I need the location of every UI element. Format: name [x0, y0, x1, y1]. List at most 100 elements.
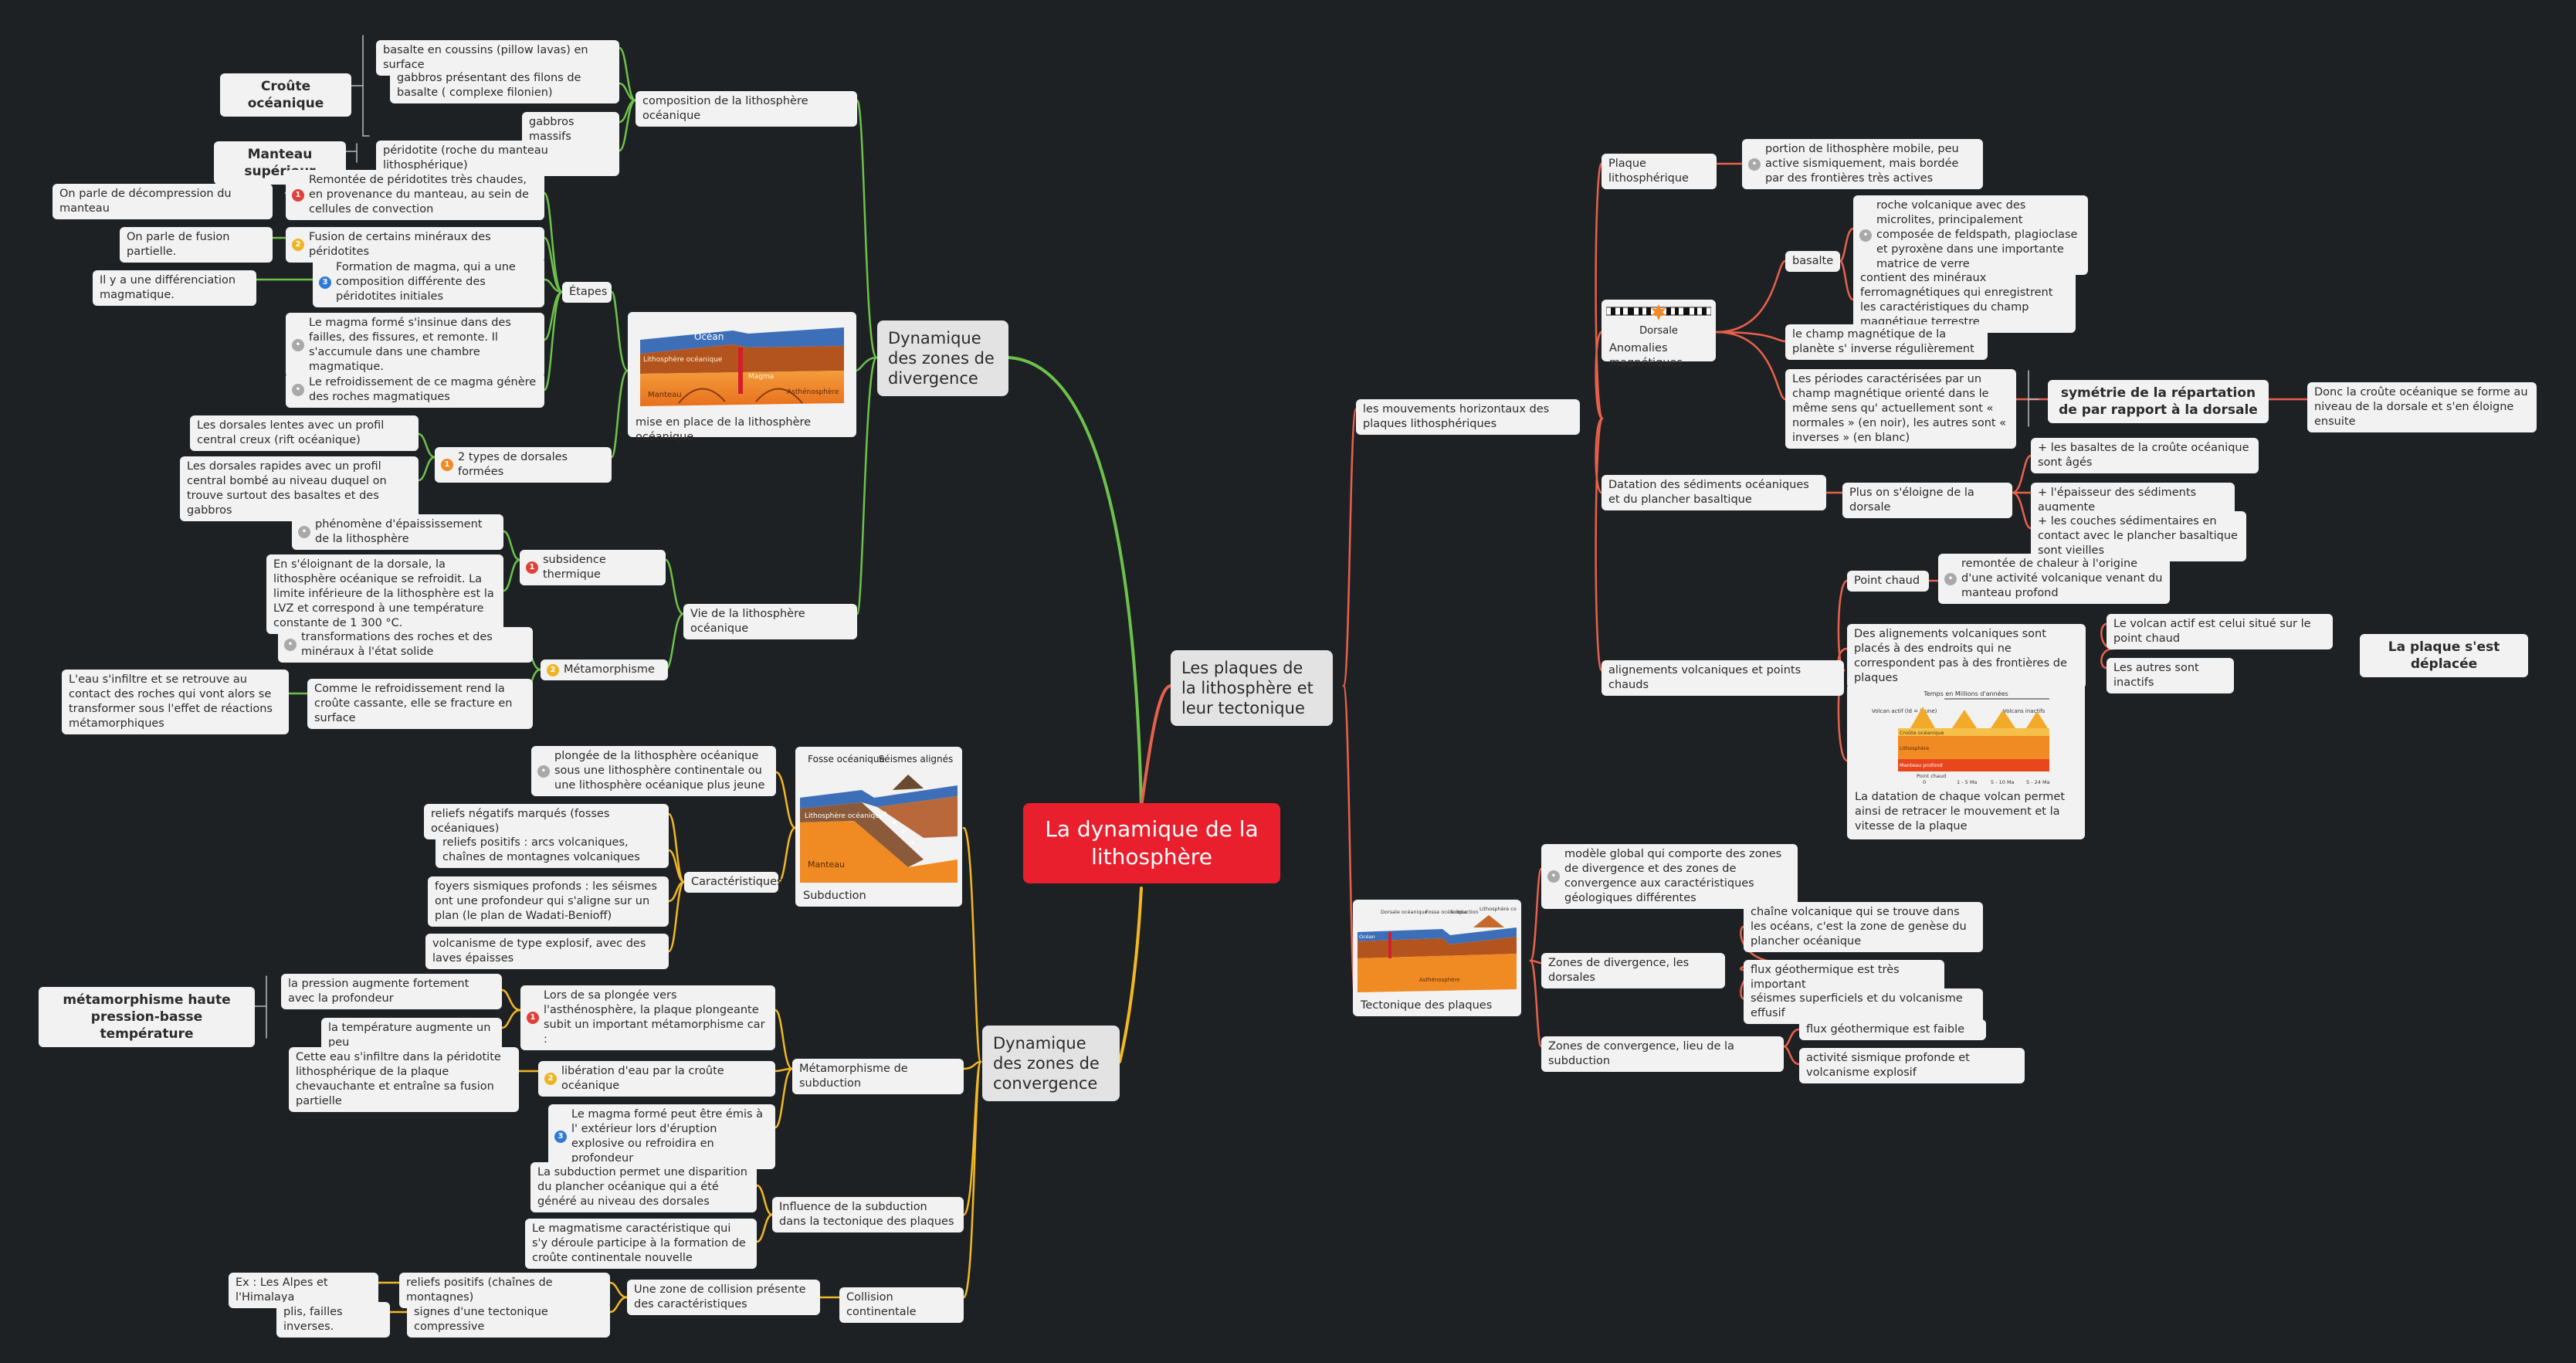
task-icon: •	[284, 639, 297, 651]
basalte-1[interactable]: •roche volcanique avec des microlites, p…	[1853, 195, 2088, 275]
zdiv-1[interactable]: chaîne volcanique qui se trouve dans les…	[1744, 902, 1983, 952]
point-chaud-node[interactable]: Point chaud	[1847, 571, 1929, 592]
subduction-caption: Subduction	[803, 890, 866, 902]
inactifs-node[interactable]: Les autres sont inactifs	[2107, 658, 2234, 693]
hp-bt-node[interactable]: métamorphisme haute pression-basse tempé…	[39, 987, 255, 1047]
priority-1-icon: 1	[292, 188, 304, 202]
basalte-2[interactable]: contient des minéraux ferromagnétiques q…	[1853, 268, 2076, 333]
mise-en-place-caption: mise en place de la lithosphère océaniqu…	[636, 416, 812, 443]
periodes-node[interactable]: Les périodes caractérisées par un champ …	[1785, 369, 2016, 449]
plaque-deplacee-node[interactable]: La plaque s'est déplacée	[2360, 634, 2528, 677]
cette-eau-node[interactable]: Cette eau s'infiltre dans la péridotite …	[289, 1047, 519, 1112]
champ-node[interactable]: le champ magnétique de la planète s' inv…	[1785, 324, 1988, 360]
etape-2-note[interactable]: On parle de fusion partielle.	[120, 227, 273, 263]
task-icon: •	[1547, 870, 1560, 883]
vie-node[interactable]: Vie de la lithosphère océanique	[683, 604, 857, 639]
alignements-node[interactable]: alignements volcaniques et points chauds	[1602, 660, 1844, 696]
etape-1[interactable]: 1 Remontée de péridotites très chaudes, e…	[286, 170, 544, 220]
meta-1[interactable]: •transformations des roches et des minér…	[278, 627, 533, 663]
influence-node[interactable]: Influence de la subduction dans la tecto…	[772, 1197, 964, 1232]
plus-1[interactable]: + les basaltes de la croûte océanique so…	[2031, 438, 2259, 473]
magma-text: Le magma formé peut être émis à l' extér…	[571, 1108, 764, 1165]
metamorphisme-text: Métamorphisme	[564, 663, 655, 676]
plis-node[interactable]: plis, failles inverses.	[276, 1302, 390, 1338]
zone-collision-node[interactable]: Une zone de collision présente des carac…	[627, 1280, 820, 1315]
subsidence-2[interactable]: En s'éloignant de la dorsale, la lithosp…	[266, 554, 503, 634]
topic-convergence[interactable]: Dynamique des zones de convergence	[982, 1026, 1120, 1101]
meta-2-note[interactable]: L'eau s'infiltre et se retrouve au conta…	[62, 670, 289, 734]
basalte-node[interactable]: basalte	[1785, 251, 1840, 272]
plongee-node[interactable]: •plongée de la lithosphère océanique sou…	[531, 746, 776, 796]
dorsale-rapide[interactable]: Les dorsales rapides avec un profil cent…	[180, 456, 419, 521]
subduction-illustration: Fosse océanique Séismes alignés Lithosph…	[800, 754, 958, 883]
point-chaud-def[interactable]: •remontée de chaleur à l'origine d'une a…	[1938, 554, 2170, 604]
topic-plaques[interactable]: Les plaques de la lithosphère et leur te…	[1171, 650, 1333, 726]
zones-divergence-node[interactable]: Zones de divergence, les dorsales	[1541, 953, 1725, 988]
volcan-actif-node[interactable]: Le volcan actif est celui situé sur le p…	[2107, 614, 2333, 649]
etape-3-note[interactable]: Il y a une différenciation magmatique.	[93, 270, 256, 306]
tect-label-subduction: Subduction	[1450, 909, 1479, 915]
topic-divergence[interactable]: Dynamique des zones de divergence	[877, 320, 1008, 396]
influence-1[interactable]: La subduction permet une disparition du …	[530, 1162, 757, 1212]
hotspot-label-point: Point chaud	[1917, 773, 1946, 779]
modele-node[interactable]: • modèle global qui comporte des zones de…	[1541, 844, 1798, 909]
donc-node[interactable]: Donc la croûte océanique se forme au niv…	[2307, 382, 2537, 432]
plaque-definition[interactable]: •portion de lithosphère mobile, peu acti…	[1742, 139, 1983, 189]
metamorphisme-subduction-node[interactable]: Métamorphisme de subduction	[792, 1059, 964, 1094]
plus-node[interactable]: Plus on s'éloigne de la dorsale	[1842, 483, 2012, 518]
signes-node[interactable]: signes d'une tectonique compressive	[407, 1302, 610, 1338]
pression-node[interactable]: la pression augmente fortement avec la p…	[281, 974, 502, 1009]
comp-2[interactable]: gabbros présentant des filons de basalte…	[390, 68, 619, 103]
metamorphisme-node[interactable]: 2 Métamorphisme	[541, 659, 668, 680]
zdiv-3[interactable]: séismes superficiels et du volcanisme ef…	[1744, 988, 1983, 1024]
zconv-2[interactable]: activité sismique profonde et volcanisme…	[1799, 1048, 2025, 1083]
zconv-1[interactable]: flux géothermique est faible	[1799, 1019, 1986, 1040]
mouvements-node[interactable]: les mouvements horizontaux des plaques l…	[1356, 399, 1580, 435]
influence-2[interactable]: Le magmatisme caractéristique qui s'y dé…	[525, 1219, 757, 1269]
symetrie-node[interactable]: symétrie de la répartation de par rappor…	[2048, 380, 2269, 423]
plaque-node[interactable]: Plaque lithosphérique	[1602, 154, 1717, 189]
tect-label-astheno: Asthénosphère	[1419, 977, 1460, 983]
dorsale-lente[interactable]: Les dorsales lentes avec un profil centr…	[190, 415, 419, 451]
task-icon: •	[292, 384, 304, 396]
etape-4-text: Le magma formé s'insinue dans des faille…	[309, 317, 511, 373]
croute-label[interactable]: Croûte océanique	[220, 73, 351, 117]
mise-en-place-node[interactable]: Océan Lithosphère océanique Magma Asthén…	[628, 312, 856, 443]
datation-volcan-node[interactable]: Temps en Millions d'années Volcan actif …	[1847, 683, 2085, 839]
etapes-node[interactable]: Étapes	[562, 282, 612, 303]
hotspot-label-time: Temps en Millions d'années	[1923, 690, 2008, 697]
carac-4[interactable]: volcanisme de type explosif, avec des la…	[425, 934, 669, 969]
tect-label-trench: Fosse océanique	[1425, 909, 1467, 915]
composition-node[interactable]: composition de la lithosphère océanique	[636, 91, 857, 127]
meta-2[interactable]: Comme le refroidissement rend la croûte …	[307, 679, 533, 729]
plus-3[interactable]: + les couches sédimentaires en contact a…	[2031, 511, 2246, 561]
root-topic[interactable]: La dynamique de la lithosphère	[1023, 803, 1280, 883]
des-alignements-node[interactable]: Des alignements volcaniques sont placés …	[1847, 624, 2086, 689]
hotspot-label-crust: Croûte océanique	[1900, 730, 1944, 736]
subsidence-1[interactable]: •phénomène d'épaississement de la lithos…	[292, 514, 503, 550]
carac-3[interactable]: foyers sismiques profonds : les séismes …	[428, 876, 669, 927]
etape-4[interactable]: •Le magma formé s'insinue dans des faill…	[286, 313, 544, 378]
priority-2-icon: 2	[547, 663, 559, 676]
caracteristiques-node[interactable]: Caractéristiques	[684, 872, 783, 893]
subduction-node[interactable]: Fosse océanique Séismes alignés Lithosph…	[795, 747, 962, 907]
etape-3-text: Formation de magma, qui a une compositio…	[336, 261, 516, 303]
tectonique-node[interactable]: Dorsale océanique Fosse océanique Subduc…	[1353, 900, 1521, 1016]
etape-1-text: Remontée de péridotites très chaudes, en…	[309, 174, 529, 215]
etape-1-note[interactable]: On parle de décompression du manteau	[53, 184, 273, 219]
zones-convergence-node[interactable]: Zones de convergence, lieu de la subduct…	[1541, 1036, 1784, 1072]
collision-node[interactable]: Collision continentale	[839, 1287, 964, 1323]
anomalies-node[interactable]: Dorsale Anomalies magnétiques	[1602, 300, 1716, 369]
carac-2[interactable]: reliefs positifs : arcs volcaniques, cha…	[436, 832, 669, 868]
modele-text: modèle global qui comporte des zones de …	[1564, 848, 1782, 904]
subsidence-1-text: phénomène d'épaississement de la lithosp…	[315, 518, 483, 545]
datation-node[interactable]: Datation des sédiments océaniques et du …	[1602, 475, 1826, 510]
etape-5[interactable]: •Le refroidissement de ce magma génère d…	[286, 372, 544, 408]
